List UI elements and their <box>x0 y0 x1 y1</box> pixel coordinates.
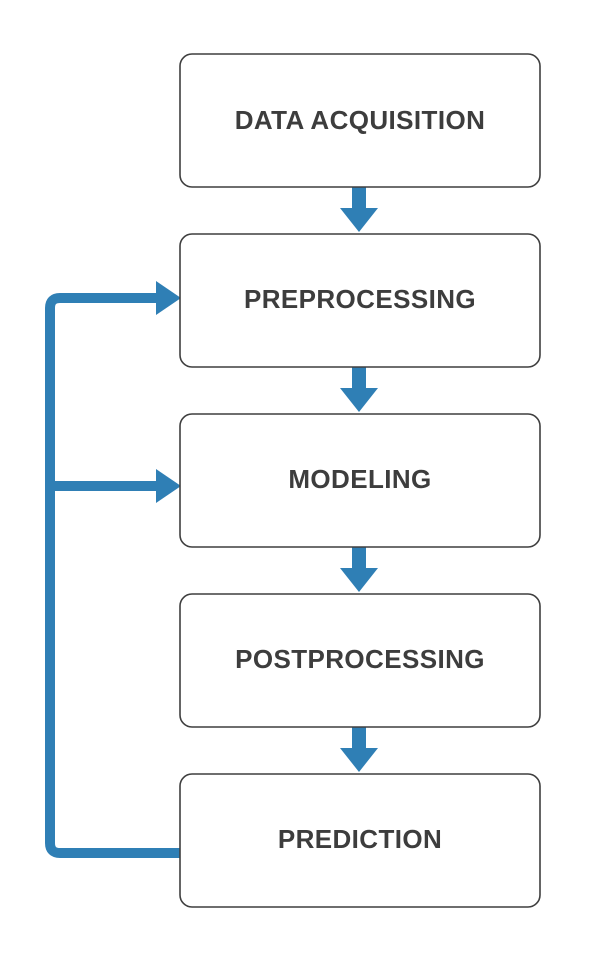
feedback-line <box>45 293 180 858</box>
feedback-loop <box>45 281 181 858</box>
stage-box-prediction: PREDICTION <box>179 773 541 908</box>
stage-label-postprocessing: POSTPROCESSING <box>235 644 485 674</box>
stage-box-modeling: MODELING <box>179 413 541 548</box>
stage-label-modeling: MODELING <box>288 464 431 494</box>
stage-label-prediction: PREDICTION <box>278 824 442 854</box>
stage-label-preprocessing: PREPROCESSING <box>244 284 476 314</box>
feedback-arrowhead-modeling <box>156 469 181 503</box>
flow-arrow-4 <box>340 727 378 772</box>
flow-arrows <box>340 187 378 772</box>
flow-arrow-2 <box>340 367 378 412</box>
feedback-arrowhead-preprocessing <box>156 281 181 315</box>
stage-box-preprocessing: PREPROCESSING <box>179 233 541 368</box>
flow-arrow-1 <box>340 187 378 232</box>
flow-arrow-3 <box>340 547 378 592</box>
stage-box-data-acquisition: DATA ACQUISITION <box>179 53 541 188</box>
stage-label-data-acquisition: DATA ACQUISITION <box>235 105 486 135</box>
stage-box-postprocessing: POSTPROCESSING <box>179 593 541 728</box>
